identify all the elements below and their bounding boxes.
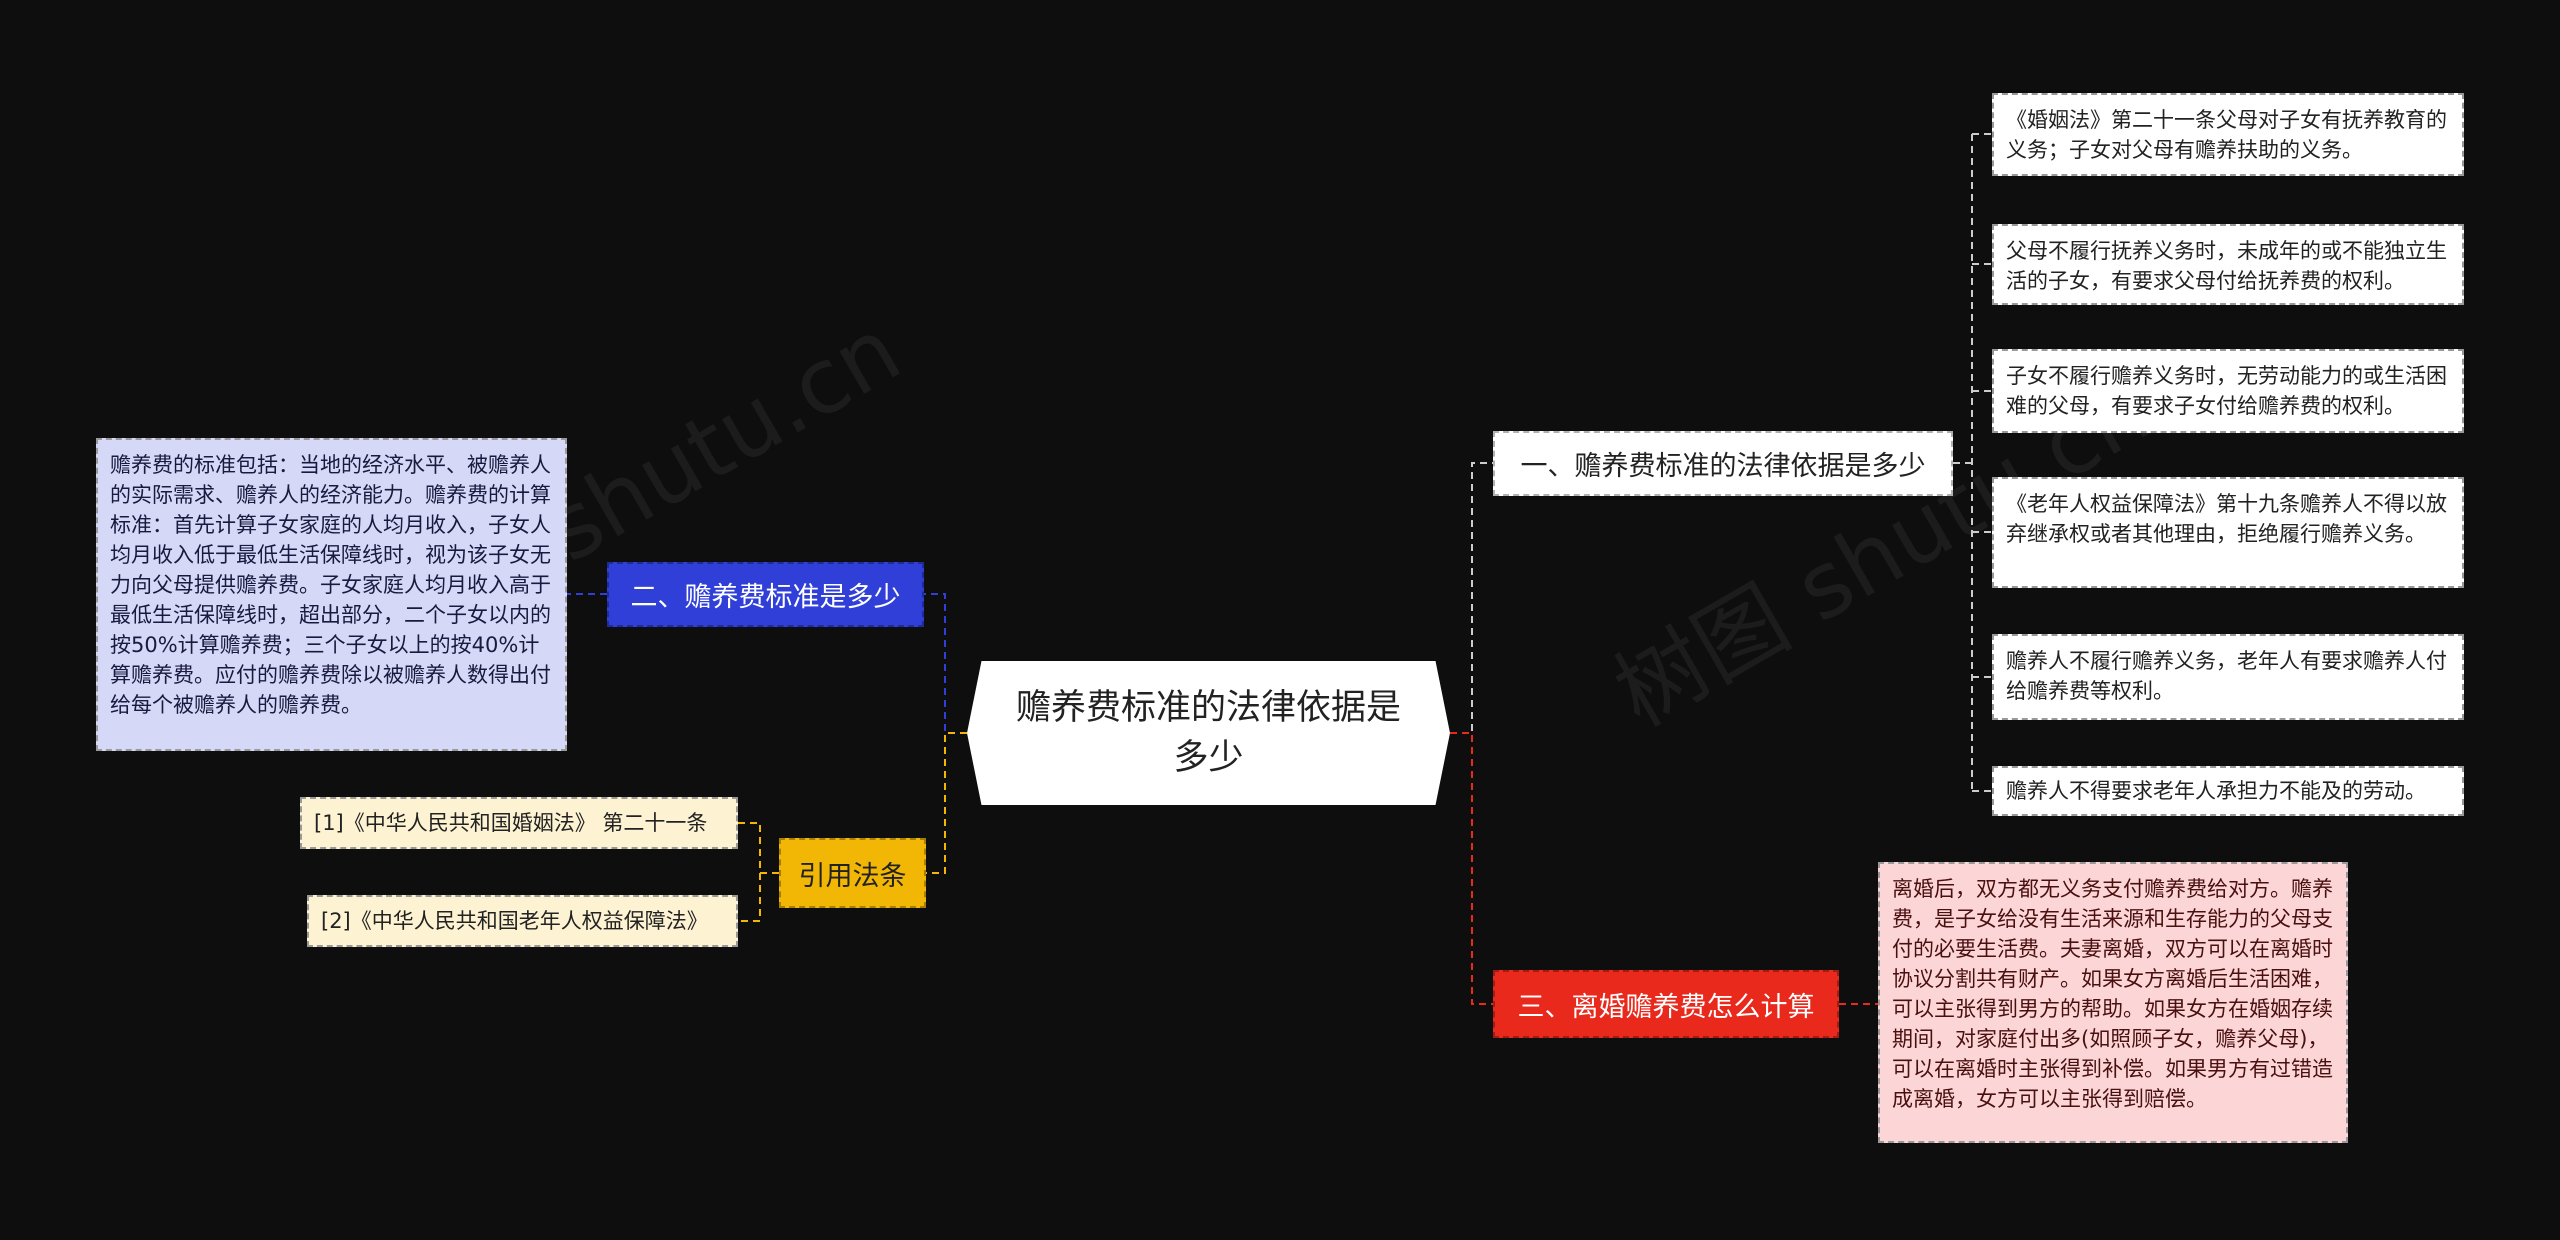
topic1-item-text: 子女不履行赡养义务时，无劳动能力的或生活困难的父母，有要求子女付给赡养费的权利。	[2006, 364, 2447, 418]
topic1-item: 赡养人不履行赡养义务，老年人有要求赡养人付给赡养费等权利。	[1992, 634, 2464, 720]
topic1-item: 《老年人权益保障法》第十九条赡养人不得以放弃继承权或者其他理由，拒绝履行赡养义务…	[1992, 477, 2464, 588]
topic1-item-text: 父母不履行抚养义务时，未成年的或不能独立生活的子女，有要求父母付给抚养费的权利。	[2006, 239, 2447, 293]
topic3-text: 离婚后，双方都无义务支付赡养费给对方。赡养费，是子女给没有生活来源和生存能力的父…	[1878, 862, 2348, 1143]
topic3-node[interactable]: 三、离婚赡养费怎么计算	[1493, 970, 1839, 1038]
topic2-text-content: 赡养费的标准包括：当地的经济水平、被赡养人的实际需求、赡养人的经济能力。赡养费的…	[110, 453, 551, 717]
ref-item[interactable]: [1]《中华人民共和国婚姻法》 第二十一条	[300, 797, 738, 849]
refs-label: 引用法条	[798, 860, 907, 892]
topic1-item: 赡养人不得要求老年人承担力不能及的劳动。	[1992, 766, 2464, 816]
topic3-label: 三、离婚赡养费怎么计算	[1517, 991, 1815, 1023]
ref-item[interactable]: [2]《中华人民共和国老年人权益保障法》	[307, 895, 738, 947]
connector-refs	[926, 732, 967, 874]
center-node[interactable]: 赡养费标准的法律依据是多少	[967, 661, 1450, 805]
topic1-item-text: 赡养人不履行赡养义务，老年人有要求赡养人付给赡养费等权利。	[2006, 649, 2447, 703]
topic1-item-text: 《老年人权益保障法》第十九条赡养人不得以放弃继承权或者其他理由，拒绝履行赡养义务…	[2006, 492, 2447, 546]
topic1-item: 父母不履行抚养义务时，未成年的或不能独立生活的子女，有要求父母付给抚养费的权利。	[1992, 224, 2464, 305]
refs-node[interactable]: 引用法条	[779, 838, 926, 908]
connector-topic1	[1450, 462, 1493, 734]
topic1-label: 一、赡养费标准的法律依据是多少	[1520, 451, 1926, 482]
topic2-text: 赡养费的标准包括：当地的经济水平、被赡养人的实际需求、赡养人的经济能力。赡养费的…	[96, 438, 567, 751]
topic3-text-content: 离婚后，双方都无义务支付赡养费给对方。赡养费，是子女给没有生活来源和生存能力的父…	[1892, 877, 2333, 1111]
connector-topic1-items	[1953, 133, 1992, 792]
ref-item-label: [1]《中华人民共和国婚姻法》 第二十一条	[314, 811, 708, 835]
topic2-label: 二、赡养费标准是多少	[630, 582, 901, 613]
topic1-item-text: 赡养人不得要求老年人承担力不能及的劳动。	[2006, 779, 2426, 803]
ref-item-label: [2]《中华人民共和国老年人权益保障法》	[321, 909, 708, 933]
topic1-item: 《婚姻法》第二十一条父母对子女有抚养教育的义务；子女对父母有赡养扶助的义务。	[1992, 93, 2464, 176]
topic1-item-text: 《婚姻法》第二十一条父母对子女有抚养教育的义务；子女对父母有赡养扶助的义务。	[2006, 108, 2447, 162]
topic2-node[interactable]: 二、赡养费标准是多少	[607, 562, 924, 627]
connector-topic3	[1450, 732, 1493, 1005]
connector-topic2	[924, 593, 967, 734]
connector-refs-items	[738, 822, 779, 922]
topic1-node[interactable]: 一、赡养费标准的法律依据是多少	[1493, 431, 1953, 496]
center-label: 赡养费标准的法律依据是多少	[1015, 688, 1401, 778]
topic1-item: 子女不履行赡养义务时，无劳动能力的或生活困难的父母，有要求子女付给赡养费的权利。	[1992, 349, 2464, 433]
